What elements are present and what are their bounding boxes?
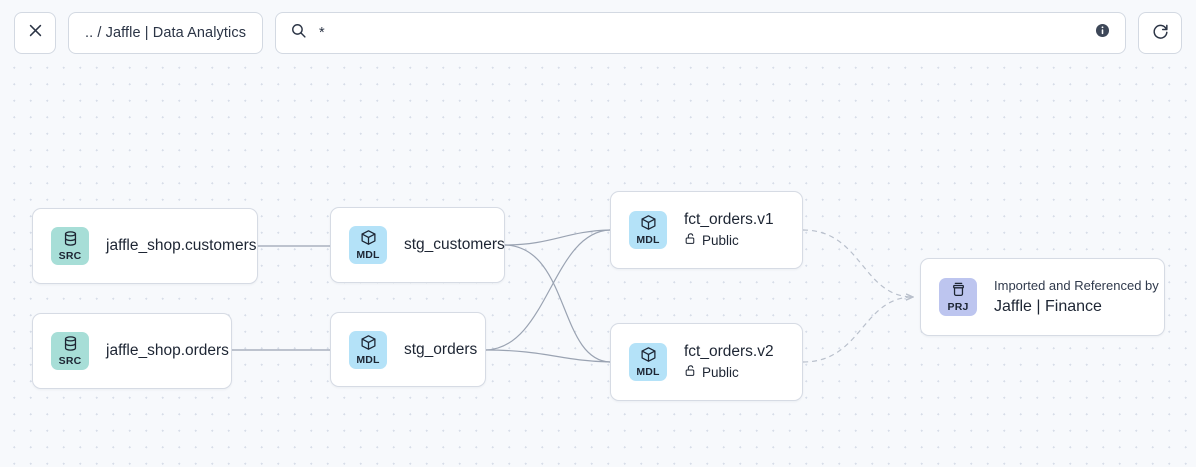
node-badge-label: MDL [636,366,660,378]
unlock-icon [684,364,697,382]
node-badge-src: SRC [51,227,89,265]
node-badge-label: MDL [356,353,380,366]
search-input[interactable] [319,25,1082,41]
info-icon[interactable] [1094,22,1111,44]
node-title: jaffle_shop.customers [106,237,257,254]
node-body: jaffle_shop.orders [106,341,229,361]
database-icon [62,230,79,252]
node-stg-orders[interactable]: MDL stg_orders [330,312,486,387]
cube-icon [360,334,377,356]
node-access-label: Public [702,365,739,380]
node-badge-label: SRC [58,355,82,367]
close-icon [27,22,44,44]
top-toolbar: .. / Jaffle | Data Analytics [0,0,1196,66]
node-title: jaffle_shop.orders [106,342,229,359]
project-icon [950,281,967,303]
unlock-icon [684,232,697,250]
close-button[interactable] [14,12,56,54]
node-body: fct_orders.v2 Public [684,342,774,382]
refresh-button[interactable] [1138,12,1182,54]
breadcrumb-label: .. / Jaffle | Data Analytics [85,25,247,41]
node-fct-orders-v2[interactable]: MDL fct_orders.v2 Public [610,323,803,401]
node-stg-customers[interactable]: MDL stg_customers [330,207,505,283]
node-title: Jaffle | Finance [994,298,1102,315]
node-src-customers[interactable]: SRC jaffle_shop.customers [32,208,258,284]
cube-icon [360,229,377,251]
node-body: fct_orders.v1 Public [684,210,774,250]
node-access: Public [684,364,774,382]
node-title: stg_customers [404,236,505,253]
node-badge-label: SRC [58,250,82,262]
search-box[interactable] [275,12,1126,54]
node-access-label: Public [702,233,739,248]
node-prj-finance[interactable]: PRJ Imported and Referenced by Jaffle | … [920,258,1165,336]
node-badge-prj: PRJ [939,278,977,316]
node-badge-label: MDL [636,234,660,246]
node-src-orders[interactable]: SRC jaffle_shop.orders [32,313,232,389]
search-icon [290,22,307,44]
node-title: stg_orders [404,340,478,358]
database-icon [62,335,79,357]
node-badge-mdl: MDL [629,343,667,381]
node-fct-orders-v1[interactable]: MDL fct_orders.v1 Public [610,191,803,269]
node-title: fct_orders.v2 [684,343,774,360]
node-badge-mdl: MDL [629,211,667,249]
node-body: jaffle_shop.customers [106,236,257,256]
breadcrumb[interactable]: .. / Jaffle | Data Analytics [68,12,264,54]
node-title: fct_orders.v1 [684,211,774,228]
refresh-icon [1151,21,1170,45]
node-badge-mdl: MDL [349,330,387,369]
node-badge-src: SRC [51,332,89,370]
node-badge-label: MDL [356,249,380,261]
cube-icon [640,346,657,368]
node-body: stg_orders [404,340,478,360]
node-access: Public [684,232,774,250]
cube-icon [640,214,657,236]
node-body: stg_customers [404,235,505,255]
node-badge-label: PRJ [947,301,969,313]
node-badge-mdl: MDL [349,226,387,264]
node-body: Imported and Referenced by Jaffle | Fina… [994,277,1159,317]
node-kicker: Imported and Referenced by [994,278,1159,293]
